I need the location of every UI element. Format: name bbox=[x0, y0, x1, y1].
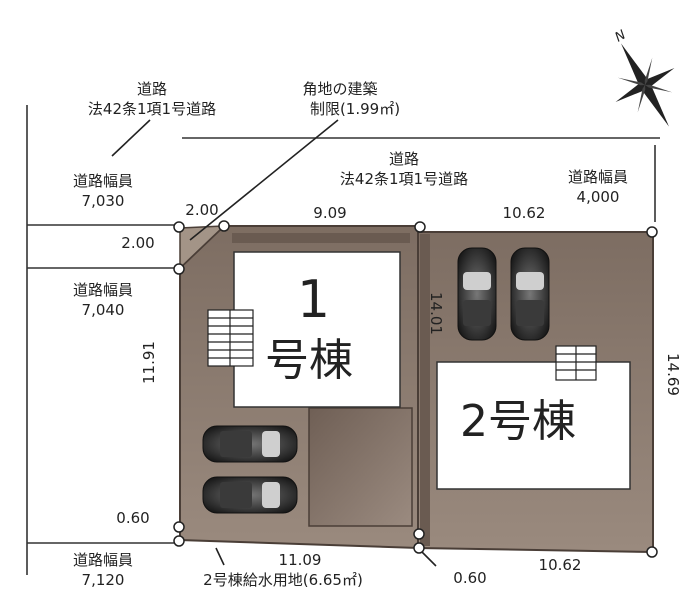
boundary-markers bbox=[173, 220, 658, 558]
road-width-w-value: 7,040 bbox=[81, 301, 125, 319]
building-1-label: 号棟 bbox=[265, 335, 353, 386]
stairs-building-2 bbox=[555, 345, 597, 381]
boundary-marker bbox=[413, 528, 425, 540]
dim-lot1-bottom: 11.09 bbox=[278, 551, 322, 569]
dim-right-side: 14.69 bbox=[664, 353, 682, 396]
road-width-ne-value: 4,000 bbox=[576, 188, 620, 206]
boundary-marker bbox=[646, 226, 658, 238]
car-icon bbox=[457, 247, 497, 341]
road-width-sw-value: 7,120 bbox=[81, 571, 125, 589]
car-icon bbox=[202, 476, 298, 514]
lot-1-lower-block bbox=[308, 407, 413, 527]
road-type-top: 法42条1項1号道路 bbox=[339, 170, 469, 188]
boundary-marker bbox=[173, 521, 185, 533]
lot-2-inner-border bbox=[420, 234, 430, 546]
dim-lot1-top: 9.09 bbox=[313, 204, 347, 222]
dim-corner-left: 2.00 bbox=[121, 234, 155, 252]
road-type-top-left: 法42条1項1号道路 bbox=[87, 100, 217, 118]
boundary-marker bbox=[173, 535, 185, 547]
car-icon bbox=[202, 425, 298, 463]
dim-middle: 14.01 bbox=[427, 292, 445, 335]
boundary-marker bbox=[173, 263, 185, 275]
building-2-label: 号棟 bbox=[488, 396, 576, 447]
dim-bottom-left-offset: 0.60 bbox=[116, 509, 150, 527]
road-width-nw-label: 道路幅員 bbox=[72, 172, 134, 190]
road-name-top-left: 道路 bbox=[136, 80, 168, 98]
building-2 bbox=[436, 361, 631, 490]
dim-bottom-mid-offset: 0.60 bbox=[453, 569, 487, 587]
road-width-w-label: 道路幅員 bbox=[72, 281, 134, 299]
building-2-number: 2 bbox=[460, 396, 488, 447]
water-supply-label: 2号棟給水用地(6.65㎡) bbox=[203, 571, 363, 589]
road-width-sw-label: 道路幅員 bbox=[72, 551, 134, 569]
lot-1-inner-border bbox=[232, 233, 410, 243]
road-name-top: 道路 bbox=[388, 150, 420, 168]
road-lines bbox=[26, 105, 660, 575]
dim-left-side: 11.91 bbox=[140, 341, 158, 384]
dim-lot2-bottom: 10.62 bbox=[538, 556, 582, 574]
boundary-marker bbox=[173, 221, 185, 233]
corner-restriction-line2: 制限(1.99㎡) bbox=[309, 100, 401, 118]
boundary-marker bbox=[646, 546, 658, 558]
compass-icon bbox=[615, 43, 675, 127]
dim-corner-top: 2.00 bbox=[185, 201, 219, 219]
dim-lot2-top: 10.62 bbox=[502, 204, 546, 222]
corner-cut-area bbox=[179, 225, 226, 270]
road-width-ne-label: 道路幅員 bbox=[567, 168, 629, 186]
car-icon bbox=[510, 247, 550, 341]
stairs-building-1 bbox=[207, 309, 254, 367]
corner-restriction-line1: 角地の建築 bbox=[302, 80, 378, 98]
boundary-marker bbox=[413, 542, 425, 554]
road-width-nw-value: 7,030 bbox=[81, 192, 125, 210]
boundary-marker bbox=[218, 220, 230, 232]
building-1-number: 1 bbox=[297, 270, 331, 330]
boundary-marker bbox=[414, 221, 426, 233]
